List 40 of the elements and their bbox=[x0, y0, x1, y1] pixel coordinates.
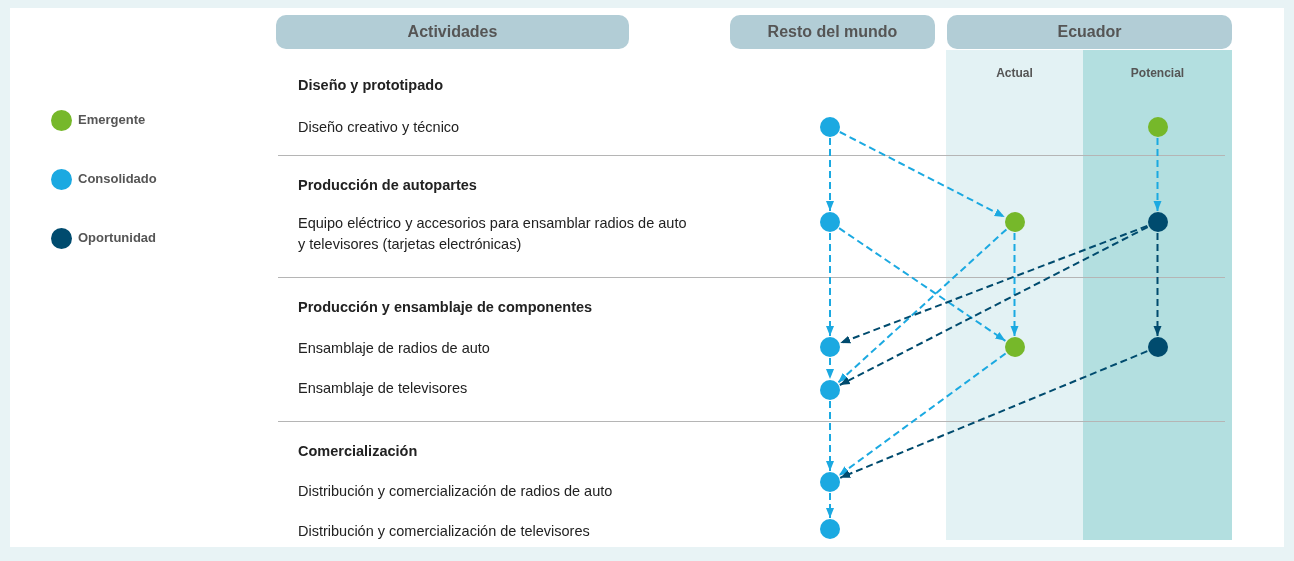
arrow bbox=[826, 357, 834, 380]
arrow bbox=[838, 227, 1007, 342]
section-heading: Producción y ensamblaje de componentes bbox=[298, 298, 593, 317]
arrow bbox=[837, 352, 1007, 477]
column-band bbox=[1083, 50, 1232, 540]
arrow bbox=[826, 137, 834, 212]
activity-label: Distribución y comercialización de televisores bbox=[298, 522, 590, 541]
header-bar: Actividades bbox=[276, 15, 629, 49]
activity-label: Equipo eléctrico y accesorios para ensamblar radios de auto y televisores (tarjetas electrónicas) bbox=[298, 214, 688, 254]
arrow bbox=[1153, 232, 1162, 337]
arrow bbox=[1153, 137, 1162, 212]
arrow bbox=[837, 228, 1008, 384]
legend-label: Consolidado bbox=[78, 171, 157, 186]
column-heading: Potencial bbox=[1129, 66, 1186, 80]
section-heading: Diseño y prototipado bbox=[298, 76, 443, 95]
arrow bbox=[839, 350, 1149, 479]
arrow bbox=[838, 226, 1149, 386]
status-dot bbox=[1147, 212, 1168, 232]
activity-label: Ensamblaje de radios de auto bbox=[298, 339, 490, 358]
section-heading: Comercialización bbox=[298, 442, 418, 461]
header-bar: Resto del mundo bbox=[730, 15, 935, 49]
section-heading: Producción de autopartes bbox=[298, 176, 477, 195]
arrow bbox=[1010, 232, 1019, 337]
arrow bbox=[826, 232, 834, 337]
status-dot bbox=[1004, 212, 1025, 232]
arrow bbox=[826, 400, 834, 472]
status-dot bbox=[1004, 337, 1025, 357]
activity-label: Ensamblaje de televisores bbox=[298, 379, 468, 398]
status-dot bbox=[1147, 337, 1168, 357]
arrow bbox=[839, 224, 1149, 345]
arrow bbox=[838, 131, 1006, 218]
column-band bbox=[946, 50, 1083, 540]
activity-label: Diseño creativo y técnico bbox=[298, 118, 460, 137]
activity-label: Distribución y comercialización de radios de auto bbox=[298, 482, 613, 501]
column-heading: Actual bbox=[995, 66, 1034, 80]
status-dot bbox=[1147, 117, 1168, 137]
legend-label: Oportunidad bbox=[78, 230, 156, 245]
arrow bbox=[826, 492, 834, 519]
header-bar: Ecuador bbox=[947, 15, 1232, 49]
legend-label: Emergente bbox=[78, 112, 146, 127]
